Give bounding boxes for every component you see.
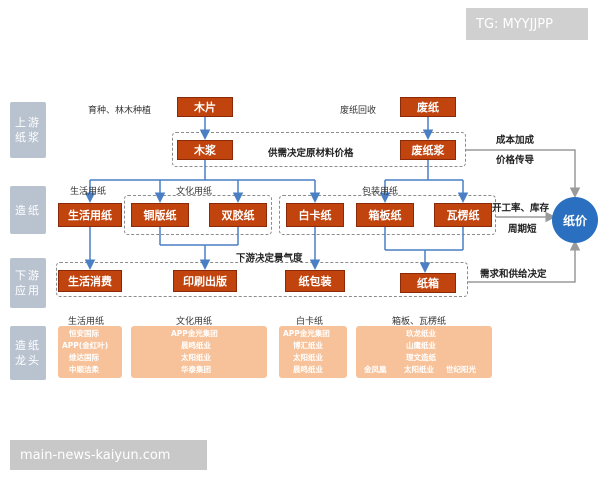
company-item: 太阳纸业 [181,353,211,362]
panel-household: 恒安国际 APP(金红叶) 维达国际 中顺洁柔 [58,326,122,378]
node-waste-paper: 废纸 [400,97,456,117]
annotation-boom: 下游决定景气度 [236,253,303,264]
company-item: 太阳纸业 [404,365,434,374]
company-item: 晨鸣纸业 [293,365,323,374]
company-item: 晨鸣纸业 [181,341,211,350]
annotation-recycling: 废纸回收 [340,106,377,116]
panel-title-boxboard: 箱板、瓦楞纸 [392,317,447,327]
watermark-top: TG: MYYJJPP [466,8,588,40]
company-item: 恒安国际 [69,329,99,338]
company-item: 维达国际 [69,353,99,362]
raw-material-frame [172,132,466,167]
node-household-paper: 生活用纸 [58,203,122,227]
company-item: 博汇纸业 [293,341,323,350]
annotation-operating-1: 开工率、库存 [492,203,550,214]
stage-upstream-pulp: 上游 纸浆 [10,102,46,158]
stage-leaders: 造纸 龙头 [10,326,46,380]
node-price: 纸价 [552,197,598,243]
node-offset-paper: 双胶纸 [209,203,267,227]
company-item: APP金光集团 [283,329,330,338]
group-label-packaging: 包装用纸 [362,187,399,197]
node-printing: 印刷出版 [173,270,237,292]
panel-boxboard: 玖龙纸业 山鹰纸业 理文造纸 金凤凰 太阳纸业 世纪阳光 [356,326,492,378]
company-item: 华泰集团 [181,365,211,374]
annotation-cost-plus-1: 成本加成 [496,135,535,146]
node-wood-pulp: 木浆 [177,140,233,160]
company-item: APP(金红叶) [62,341,109,350]
watermark-bottom: main-news-kaiyun.com [10,440,207,470]
node-carton: 纸箱 [400,273,456,293]
panel-title-culture: 文化用纸 [176,317,213,327]
annotation-cost-plus-2: 价格传导 [496,155,535,166]
company-item: 世纪阳光 [446,365,476,374]
node-waste-pulp: 废纸浆 [400,140,456,160]
node-white-board: 白卡纸 [286,203,344,227]
company-item: APP金光集团 [171,329,218,338]
panel-title-whiteboard: 白卡纸 [296,317,324,327]
company-item: 山鹰纸业 [406,341,436,350]
company-item: 太阳纸业 [293,353,323,362]
stage-papermaking: 造纸 [10,186,46,234]
panel-whiteboard: APP金光集团 博汇纸业 太阳纸业 晨鸣纸业 [279,326,347,378]
panel-title-household: 生活用纸 [68,317,105,327]
stage-papermaking-label: 造纸 [15,203,41,217]
culture-paper-frame [124,195,272,235]
company-item: 理文造纸 [406,353,436,362]
node-packaging: 纸包装 [285,270,345,292]
node-consumption: 生活消费 [58,270,122,292]
company-item: 中顺洁柔 [69,365,99,374]
stage-leaders-label: 造纸 龙头 [15,339,41,367]
downstream-frame [56,262,468,297]
group-label-household: 生活用纸 [70,187,107,197]
node-box-board: 箱板纸 [356,203,414,227]
node-corrugated: 瓦楞纸 [434,203,492,227]
stage-downstream: 下游 应用 [10,258,46,308]
stage-downstream-label: 下游 应用 [15,269,41,297]
stage-upstream-pulp-label: 上游 纸浆 [15,116,41,144]
node-coated-paper: 铜版纸 [131,203,189,227]
annotation-supply-demand-final: 需求和供给决定 [480,269,547,280]
group-label-culture: 文化用纸 [176,187,213,197]
annotation-forestry: 育种、林木种植 [88,106,152,116]
annotation-supply-demand: 供需决定原材料价格 [268,148,354,159]
company-item: 金凤凰 [364,365,387,374]
annotation-operating-2: 周期短 [508,224,537,235]
panel-culture: APP金光集团 晨鸣纸业 太阳纸业 华泰集团 [131,326,267,378]
node-wood-chips: 木片 [177,97,233,117]
company-item: 玖龙纸业 [406,329,436,338]
